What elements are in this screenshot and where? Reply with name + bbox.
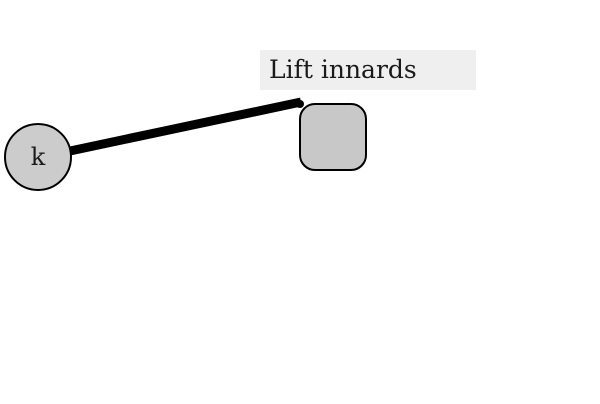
circle-node-label: k bbox=[31, 143, 46, 171]
connector-endpoint bbox=[296, 100, 304, 108]
circle-node-k[interactable] bbox=[4, 123, 72, 191]
annotation-text: Lift innards bbox=[269, 55, 417, 84]
connector-edge bbox=[69, 97, 302, 156]
annotation-label: Lift innards bbox=[260, 50, 476, 90]
rounded-square-node[interactable] bbox=[299, 103, 367, 171]
